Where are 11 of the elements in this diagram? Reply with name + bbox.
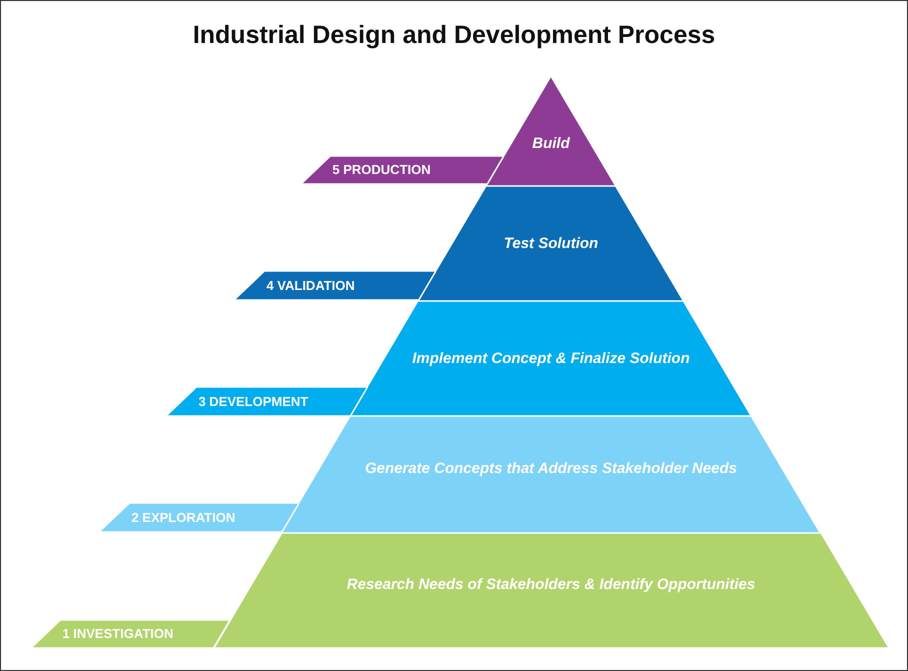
tier-label: Generate Concepts that Address Stakeholder Needs (364, 460, 738, 477)
stage-label: 4 VALIDATION (266, 278, 355, 292)
stage-label: 3 DEVELOPMENT (198, 394, 308, 408)
stage-label: 1 INVESTIGATION (62, 626, 174, 641)
title: Industrial Design and Development Process (192, 21, 716, 50)
stage-label: 2 EXPLORATION (131, 510, 236, 524)
tier-label: Build (531, 135, 571, 152)
stage-label: 5 PRODUCTION (332, 162, 431, 177)
tier-label: Test Solution (502, 234, 600, 252)
tier-label: Research Needs of Stakeholders & Identify Opportunities (346, 576, 756, 593)
tier-label: Implement Concept & Finalize Solution (411, 350, 691, 366)
